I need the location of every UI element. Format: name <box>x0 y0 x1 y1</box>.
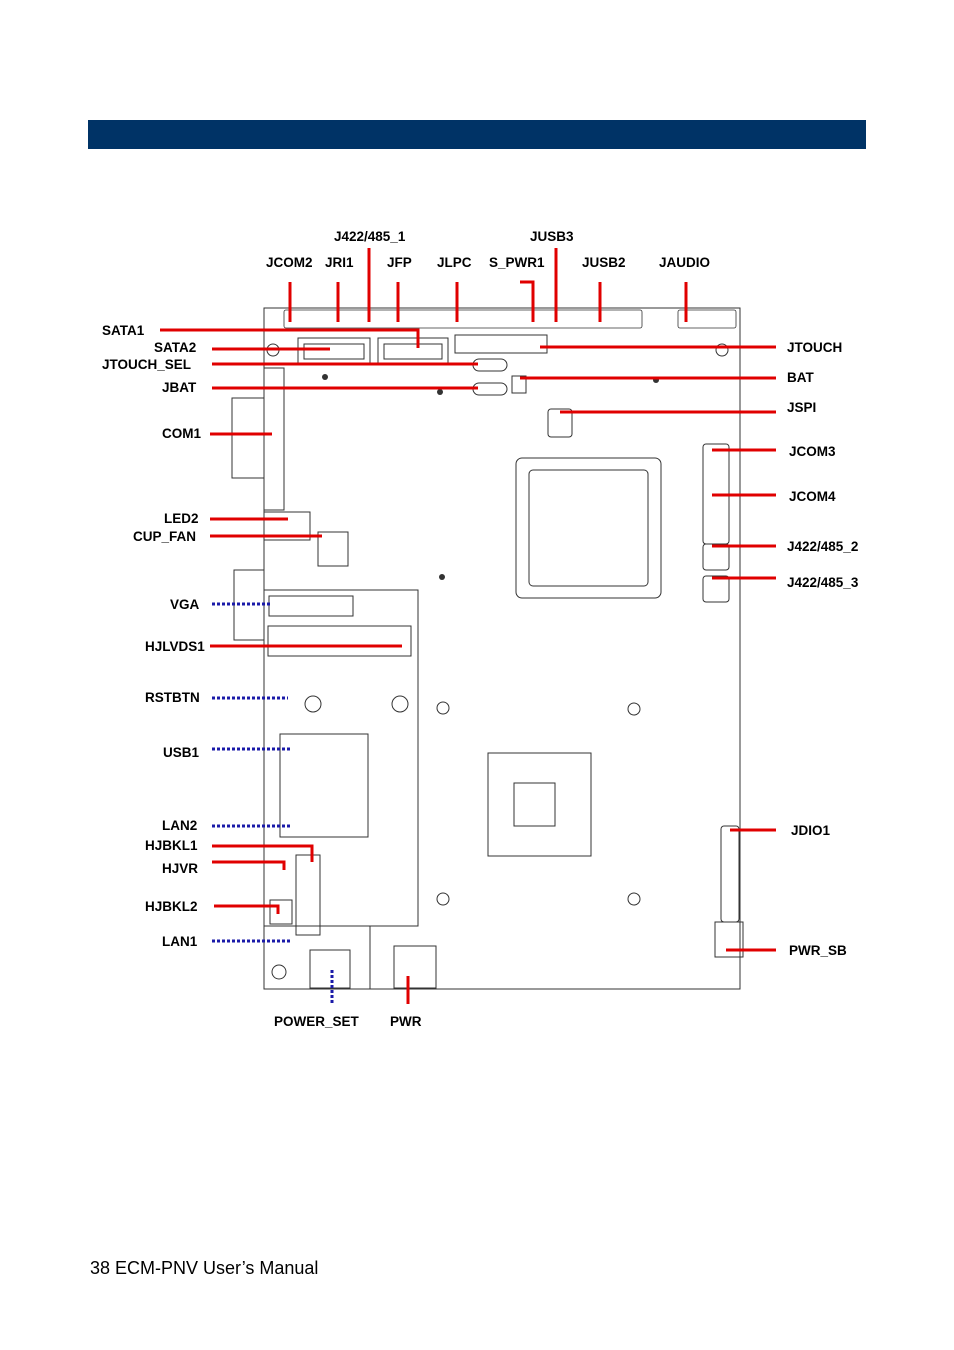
label-jusb3: JUSB3 <box>530 229 574 244</box>
label-lan2: LAN2 <box>162 818 197 833</box>
jbat-jumper <box>472 382 508 396</box>
label-jdio1: JDIO1 <box>791 823 831 838</box>
label-jtouch: JTOUCH <box>787 340 842 355</box>
section-header-bar <box>88 120 866 149</box>
label-jbat: JBAT <box>162 380 197 395</box>
label-jlpc: JLPC <box>437 255 472 270</box>
vga-connector <box>268 595 354 617</box>
label-jcom4: JCOM4 <box>789 489 836 504</box>
label-j422-485-3: J422/485_3 <box>787 575 859 590</box>
label-hjvr: HJVR <box>162 861 198 876</box>
label-jusb2: JUSB2 <box>582 255 626 270</box>
label-pwr: PWR <box>390 1014 422 1029</box>
jtouch-sel-jumper <box>472 358 508 372</box>
small-dots <box>322 374 659 580</box>
label-s-pwr1: S_PWR1 <box>489 255 545 270</box>
label-cup-fan: CUP_FAN <box>133 529 196 544</box>
sata1-connector <box>377 337 449 366</box>
label-jcom2: JCOM2 <box>266 255 313 270</box>
label-rstbtn: RSTBTN <box>145 690 200 705</box>
label-jcom3: JCOM3 <box>789 444 836 459</box>
label-jspi: JSPI <box>787 400 816 415</box>
jtouch-connector <box>454 334 548 354</box>
cpu-chip <box>515 457 662 599</box>
label-sata1: SATA1 <box>102 323 145 338</box>
sub-board <box>263 589 419 927</box>
page-footer: 38 ECM-PNV User’s Manual <box>90 1258 319 1278</box>
label-jfp: JFP <box>387 255 412 270</box>
leaders-dotted <box>212 602 334 1004</box>
sata2-connector <box>297 337 371 366</box>
lan-controller <box>279 733 369 838</box>
label-vga: VGA <box>170 597 200 612</box>
board-outline <box>263 307 741 990</box>
jspi-header <box>547 408 573 438</box>
leaders-solid <box>160 248 776 1004</box>
top-header-pins <box>283 309 737 329</box>
label-pwr-sb: PWR_SB <box>789 943 847 958</box>
label-hjbkl2: HJBKL2 <box>145 899 198 914</box>
label-hjbkl1: HJBKL1 <box>145 838 198 853</box>
power-set-jumper <box>309 949 351 989</box>
cpu-fan-connector <box>317 531 349 567</box>
hjbkl-connector <box>295 854 321 936</box>
label-power-set: POWER_SET <box>274 1014 360 1029</box>
label-com1: COM1 <box>162 426 201 441</box>
chipset <box>487 752 592 857</box>
label-bat: BAT <box>787 370 814 385</box>
label-lan1: LAN1 <box>162 934 198 949</box>
jdio1-header <box>720 825 740 923</box>
label-sata2: SATA2 <box>154 340 196 355</box>
label-jaudio: JAUDIO <box>659 255 710 270</box>
label-j422-485-2: J422/485_2 <box>787 539 858 554</box>
bat-connector <box>511 375 527 394</box>
label-hjlvds1: HJLVDS1 <box>145 639 205 654</box>
lvds-connector <box>267 625 412 657</box>
label-j422-485-1: J422/485_1 <box>334 229 406 244</box>
board <box>231 307 744 990</box>
label-jri1: JRI1 <box>325 255 354 270</box>
label-led2: LED2 <box>164 511 199 526</box>
label-usb1: USB1 <box>163 745 200 760</box>
pwr-connector <box>393 945 437 989</box>
pwr-sb-connector <box>714 921 744 958</box>
label-jtouch-sel: JTOUCH_SEL <box>102 357 191 372</box>
